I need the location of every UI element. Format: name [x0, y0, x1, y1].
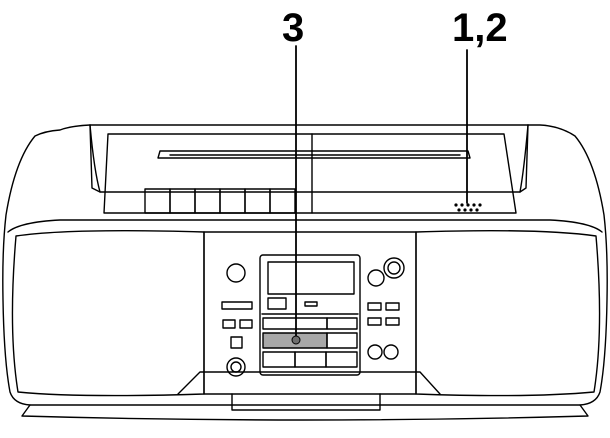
- lid-ridge-left: [89, 124, 101, 193]
- key-row-3-b[interactable]: [294, 351, 327, 368]
- top-lid-outline: [89, 124, 529, 193]
- volume-knob-inner: [387, 261, 401, 275]
- top-control-buttons: [144, 188, 296, 214]
- right-button-3[interactable]: [367, 317, 382, 326]
- cd-lid-panel: [103, 133, 517, 214]
- right-button-2[interactable]: [385, 302, 400, 311]
- cd-slot: [157, 150, 471, 159]
- display-small-button[interactable]: [267, 297, 287, 310]
- bottom-recess: [177, 371, 441, 395]
- headphone-jack-outer[interactable]: [226, 357, 246, 377]
- display-window: [267, 261, 355, 295]
- right-round-button-2[interactable]: [383, 344, 399, 360]
- left-small-button-2[interactable]: [239, 319, 253, 329]
- left-small-button-1[interactable]: [222, 319, 236, 329]
- display-frame: [259, 254, 361, 376]
- tuning-knob-outer[interactable]: [367, 269, 385, 287]
- front-face: [7, 219, 603, 233]
- key-row-1-left[interactable]: [262, 317, 328, 330]
- left-square-button[interactable]: [230, 336, 243, 349]
- callout-3-pointer-dot: [291, 335, 301, 345]
- right-speaker-grille: [415, 229, 601, 397]
- bottom-recess-inner: [231, 393, 381, 411]
- key-row-3-c[interactable]: [325, 351, 358, 368]
- key-row-3-a[interactable]: [262, 351, 296, 368]
- left-speaker-grille: [11, 229, 205, 397]
- right-round-button-1[interactable]: [367, 344, 383, 360]
- top-button-6[interactable]: [269, 188, 296, 214]
- right-button-1[interactable]: [367, 302, 382, 311]
- center-panel: [203, 231, 417, 395]
- callout-label-3: 3: [282, 6, 305, 50]
- headphone-jack-inner: [230, 361, 242, 373]
- base: [21, 404, 589, 421]
- display-slot: [304, 301, 318, 307]
- lid-ridge-right: [519, 124, 529, 193]
- power-knob[interactable]: [226, 263, 246, 283]
- left-bar-button[interactable]: [221, 301, 253, 310]
- right-button-4[interactable]: [385, 317, 400, 326]
- led-dots: [454, 203, 482, 212]
- volume-knob-outer[interactable]: [383, 257, 405, 279]
- key-row-1-right[interactable]: [326, 317, 358, 330]
- callout-label-1-2: 1,2: [452, 6, 508, 50]
- boombox-body-outline: [2, 124, 608, 406]
- key-row-2-right[interactable]: [326, 332, 358, 349]
